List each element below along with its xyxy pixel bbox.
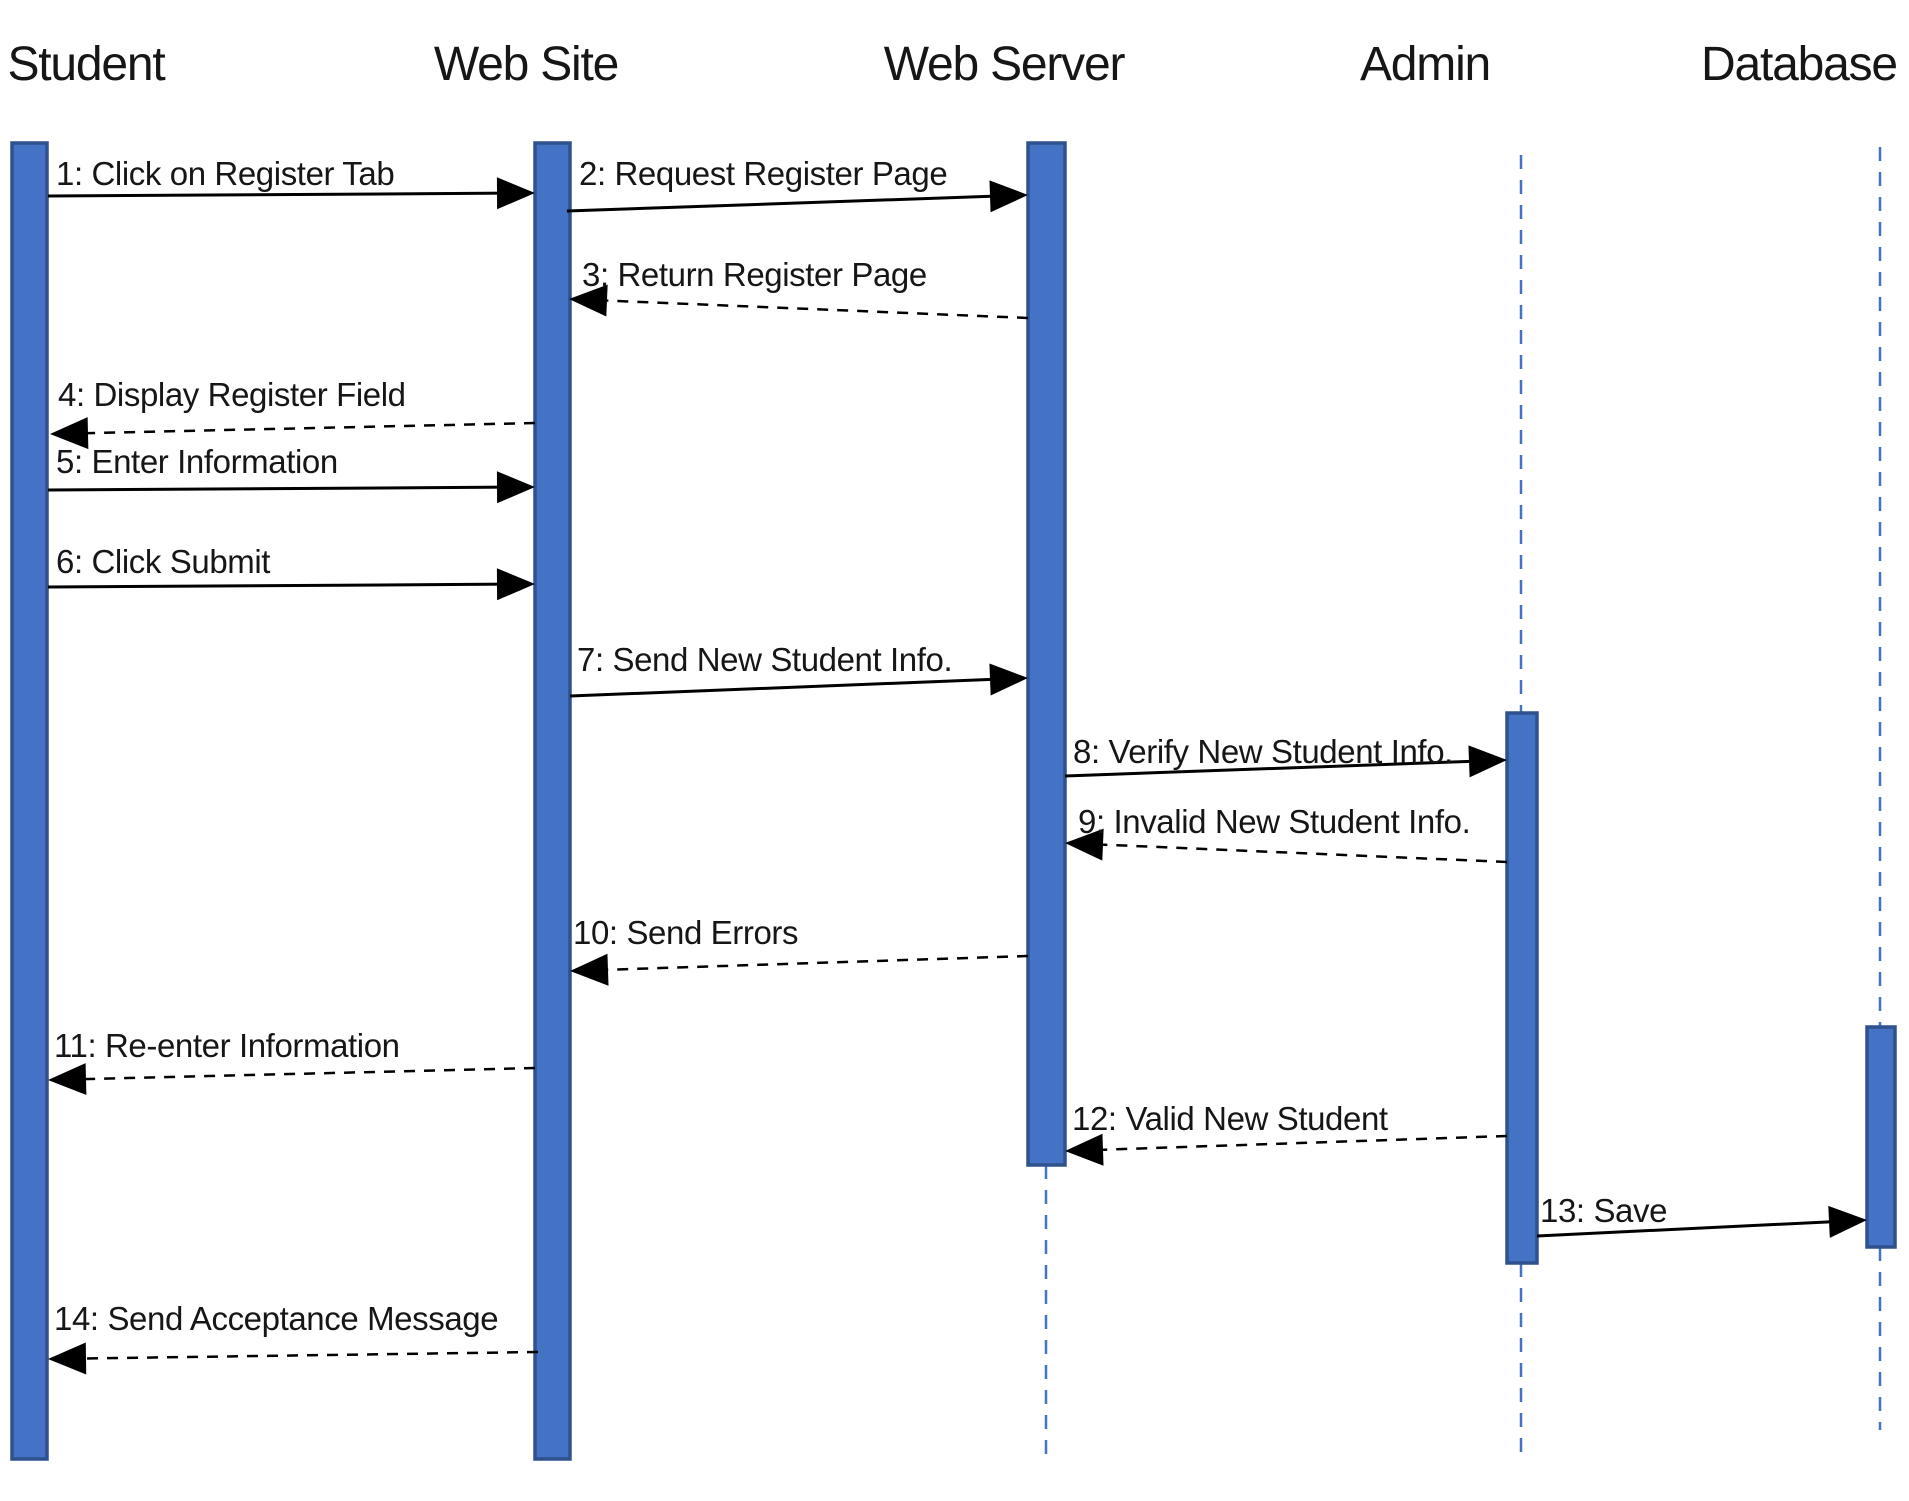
message-14-line-dashed bbox=[77, 1350, 539, 1360]
message-9-label: 9: Invalid New Student Info. bbox=[1078, 803, 1470, 840]
message-13-label: 13: Save bbox=[1540, 1192, 1667, 1229]
message-14-arrowhead bbox=[48, 1342, 87, 1375]
message-1-line-solid bbox=[47, 191, 506, 198]
message-12-arrowhead bbox=[1065, 1133, 1104, 1166]
message-2-label: 2: Request Register Page bbox=[579, 155, 947, 192]
message-9-line-dashed bbox=[1094, 843, 1508, 864]
message-4-line-dashed bbox=[79, 421, 536, 435]
message-6-label: 6: Click Submit bbox=[56, 543, 270, 580]
message-8-label: 8: Verify New Student Info. bbox=[1073, 733, 1453, 770]
message-1-label: 1: Click on Register Tab bbox=[56, 155, 394, 192]
actor-label-student: Student bbox=[7, 38, 165, 91]
message-6-arrowhead bbox=[496, 568, 535, 601]
message-4-arrowhead bbox=[50, 417, 89, 450]
message-11-line-dashed bbox=[77, 1066, 536, 1081]
message-11-label: 11: Re-enter Information bbox=[54, 1027, 400, 1064]
message-14-label: 14: Send Acceptance Message bbox=[54, 1300, 498, 1337]
actor-label-admin: Admin bbox=[1360, 38, 1490, 91]
activation-bar-database bbox=[1865, 1025, 1897, 1249]
message-5-label: 5: Enter Information bbox=[56, 443, 338, 480]
activation-bar-student bbox=[10, 141, 49, 1461]
actor-label-web-server: Web Server bbox=[884, 38, 1126, 91]
message-3-arrowhead bbox=[569, 284, 608, 317]
message-7-line-solid bbox=[569, 677, 999, 698]
message-2-arrowhead bbox=[989, 180, 1028, 213]
message-12-line-dashed bbox=[1094, 1134, 1508, 1152]
message-2-line-solid bbox=[566, 194, 999, 213]
actor-label-database: Database bbox=[1701, 38, 1897, 91]
actor-label-web-site: Web Site bbox=[434, 38, 618, 91]
message-8-line-solid bbox=[1064, 759, 1478, 778]
message-5-arrowhead bbox=[496, 471, 535, 504]
message-10-arrowhead bbox=[570, 953, 609, 986]
message-9-arrowhead bbox=[1065, 828, 1104, 861]
message-10-label: 10: Send Errors bbox=[573, 914, 798, 951]
activation-bar-web-server bbox=[1026, 141, 1067, 1167]
message-13-arrowhead bbox=[1828, 1205, 1867, 1238]
message-3-line-dashed bbox=[598, 298, 1029, 320]
message-4-label: 4: Display Register Field bbox=[58, 376, 406, 413]
message-5-line-solid bbox=[47, 485, 506, 492]
message-11-arrowhead bbox=[48, 1063, 87, 1096]
message-8-arrowhead bbox=[1468, 745, 1507, 778]
message-13-line-solid bbox=[1536, 1219, 1838, 1238]
message-12-label: 12: Valid New Student bbox=[1072, 1100, 1388, 1137]
message-7-arrowhead bbox=[989, 663, 1028, 696]
activation-bar-admin bbox=[1505, 711, 1539, 1265]
message-10-line-dashed bbox=[599, 954, 1029, 972]
message-1-arrowhead bbox=[496, 177, 535, 210]
activation-bar-web-site bbox=[533, 141, 572, 1461]
message-3-label: 3: Return Register Page bbox=[582, 256, 927, 293]
message-6-line-solid bbox=[47, 582, 506, 589]
message-7-label: 7: Send New Student Info. bbox=[577, 641, 952, 678]
